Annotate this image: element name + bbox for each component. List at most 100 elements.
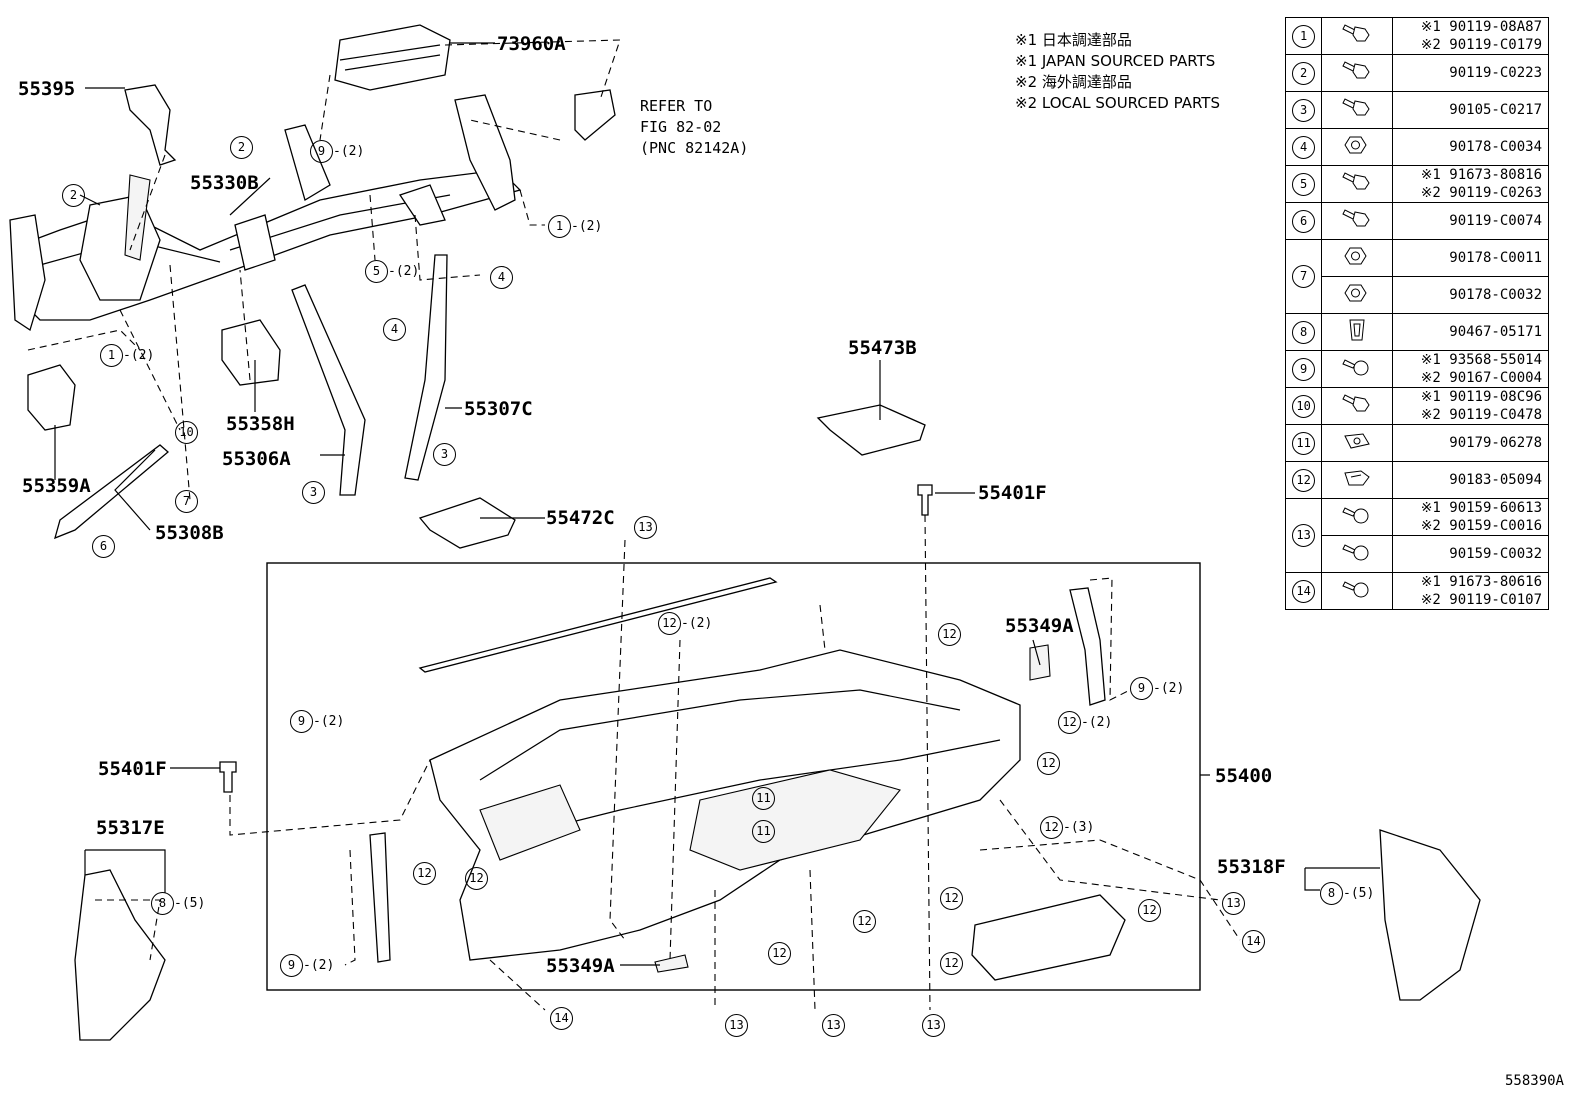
fastener-row: 90178-C0032 — [1286, 276, 1549, 314]
part-number: 90178-C0032 — [1449, 287, 1542, 303]
part-label: 55330B — [190, 172, 259, 194]
fastener-number-cell: 10 — [1284, 387, 1323, 425]
part-number: 90178-C0034 — [1449, 139, 1542, 155]
part-label: 55401F — [98, 758, 167, 780]
fastener-row: 11 90179-06278 — [1284, 424, 1549, 462]
nut-icon — [1321, 276, 1394, 314]
callout: 12 — [853, 910, 876, 933]
callout-qty: -(5) — [174, 896, 206, 911]
refer-note: REFER TO FIG 82-02 (PNC 82142A) — [640, 96, 748, 159]
connector-82142A — [574, 89, 616, 141]
callout: 9-(2) — [1130, 677, 1184, 700]
fastener-row: 10 ※1 90119-08C96※2 90119-C0478 — [1284, 387, 1549, 425]
callout-number: 9 — [280, 954, 303, 977]
callout: 4 — [490, 266, 513, 289]
callout-number: 10 — [175, 421, 198, 444]
bolt-icon — [1321, 54, 1394, 92]
callout-number: 7 — [175, 490, 198, 513]
callout-number: 14 — [1242, 930, 1265, 953]
callout: 13 — [822, 1014, 845, 1037]
part-label: 55395 — [18, 78, 76, 100]
callout-qty: -(3) — [1063, 820, 1095, 835]
callout-number: 12 — [853, 910, 876, 933]
part-number-cell: 90467-05171 — [1392, 313, 1549, 351]
part-number: ※2 90159-C0016 — [1420, 518, 1542, 534]
fastener-number: 11 — [1292, 431, 1316, 455]
fastener-number: 10 — [1292, 394, 1316, 418]
part-number-cell: 90179-06278 — [1392, 424, 1549, 462]
part-number-cell: ※1 91673-80816※2 90119-C0263 — [1392, 165, 1549, 203]
instrument-panel-55400 — [369, 577, 1106, 973]
callout-number: 12 — [658, 612, 681, 635]
note-line: ※1 JAPAN SOURCED PARTS — [1015, 52, 1216, 70]
callout: 2 — [230, 136, 253, 159]
callout-number: 8 — [151, 892, 174, 915]
callout-number: 13 — [822, 1014, 845, 1037]
part-number-cell: ※1 90159-60613 ※2 90159-C0016 — [1392, 498, 1549, 536]
fastener-row: 5※1 91673-80816※2 90119-C0263 — [1284, 165, 1549, 203]
callout-number: 12 — [940, 887, 963, 910]
fastener-number: 8 — [1292, 320, 1316, 344]
callout-number: 5 — [365, 260, 388, 283]
callout: 12 — [1037, 752, 1060, 775]
fastener-number-cell: 8 — [1284, 313, 1323, 351]
callout-qty: -(2) — [1081, 715, 1113, 730]
fastener-row: 8 90467-05171 — [1284, 313, 1549, 351]
callout: 12 — [413, 862, 436, 885]
callout-number: 13 — [725, 1014, 748, 1037]
callout: 12-(3) — [1040, 816, 1094, 839]
part-number: 90119-C0223 — [1449, 65, 1542, 81]
fastener-number: 12 — [1292, 468, 1316, 492]
part-number-cell: ※1 90119-08C96※2 90119-C0478 — [1392, 387, 1549, 425]
part-label: 55359A — [22, 475, 91, 497]
part-label: 55400 — [1215, 765, 1273, 787]
callout-number: 12 — [1037, 752, 1060, 775]
sourcing-notes: ※1 日本調達部品 ※1 JAPAN SOURCED PARTS ※2 海外調達… — [1015, 30, 1220, 114]
fastener-row: 13※1 90159-60613※2 90159-C0016 — [1284, 498, 1549, 573]
part-label: 55317E — [96, 817, 165, 839]
part-number: ※1 90159-60613 — [1420, 500, 1542, 516]
brace-55307C — [404, 254, 448, 481]
part-number: 90119-C0074 — [1449, 213, 1542, 229]
fastener-number-cell: 6 — [1284, 202, 1323, 240]
bolt-icon — [1321, 17, 1394, 55]
part-number: 90159-C0032 — [1449, 546, 1542, 562]
callout-number: 4 — [490, 266, 513, 289]
part-number: ※1 90119-08A87 — [1420, 19, 1542, 35]
part-number: ※1 93568-55014 — [1420, 352, 1542, 368]
callout-number: 12 — [413, 862, 436, 885]
callout-number: 12 — [768, 942, 791, 965]
fastener-number-cell: 14 — [1284, 572, 1323, 610]
nut-icon — [1321, 128, 1394, 166]
callout-qty: -(2) — [333, 144, 365, 159]
label-leaders — [54, 42, 1380, 966]
callout: 12 — [938, 623, 961, 646]
fastener-number: 1 — [1292, 24, 1316, 48]
callout: 9-(2) — [280, 954, 334, 977]
part-label: 55308B — [155, 522, 224, 544]
callout-number: 9 — [310, 140, 333, 163]
callout: 12-(2) — [1058, 711, 1112, 734]
callout-number: 9 — [290, 710, 313, 733]
callout-number: 12 — [1138, 899, 1161, 922]
bolt-icon — [1321, 202, 1394, 240]
callout-number: 11 — [752, 787, 775, 810]
callout-number: 12 — [938, 623, 961, 646]
part-label: 55473B — [848, 337, 917, 359]
part-label: 55349A — [546, 955, 615, 977]
refer-line: REFER TO — [640, 97, 713, 115]
fastener-number: 9 — [1292, 357, 1316, 381]
callout-qty: -(5) — [1343, 886, 1375, 901]
callout: 6 — [92, 535, 115, 558]
callout: 11 — [752, 820, 775, 843]
part-label: 55349A — [1005, 615, 1074, 637]
screw-icon — [1321, 535, 1394, 573]
callout-qty: -(2) — [388, 264, 420, 279]
callout: 1-(2) — [548, 215, 602, 238]
